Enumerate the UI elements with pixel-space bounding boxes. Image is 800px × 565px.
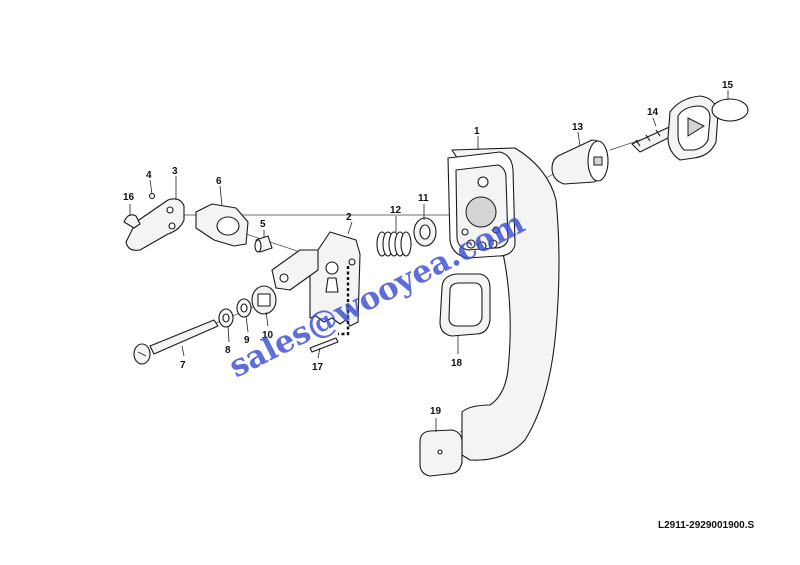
part-5-pin (254, 235, 273, 253)
part-17-pin (309, 337, 339, 353)
part-6-angled-plate (195, 203, 249, 247)
callout-19: 19 (430, 406, 442, 417)
callout-9: 9 (244, 335, 250, 346)
part-2-latch-plate (271, 231, 361, 336)
part-9-washer (236, 298, 252, 318)
drawing-code: L2911-2929001900.S (658, 520, 755, 531)
part-16-clip (123, 214, 141, 229)
callout-5: 5 (260, 219, 266, 230)
callout-17: 17 (312, 362, 324, 373)
part-8-washer (218, 308, 234, 328)
callout-15: 15 (722, 80, 734, 91)
part-14-key (631, 95, 719, 161)
callout-1: 1 (474, 126, 480, 137)
callout-2: 2 (346, 212, 352, 223)
callout-8: 8 (225, 345, 231, 356)
part-11-washer (413, 217, 437, 247)
callout-3: 3 (172, 166, 178, 177)
part-1-handle-housing (447, 147, 560, 461)
part-13-lock-cylinder (551, 139, 609, 185)
part-18-gasket (439, 273, 491, 337)
part-7-bolt (133, 319, 219, 365)
callout-labels: 1 2 3 4 5 6 7 8 9 10 11 12 13 14 15 16 1… (123, 80, 734, 417)
callout-13: 13 (572, 122, 584, 133)
part-15-key-tag (711, 98, 749, 122)
part-4-rivet (148, 192, 156, 200)
callout-10: 10 (262, 330, 274, 341)
callout-12: 12 (390, 205, 402, 216)
callout-16: 16 (123, 192, 135, 203)
callout-6: 6 (216, 176, 222, 187)
callout-4: 4 (146, 170, 152, 181)
part-3-bracket (125, 198, 185, 251)
callout-14: 14 (647, 107, 659, 118)
callout-11: 11 (418, 193, 429, 204)
callout-7: 7 (180, 360, 186, 371)
leader-lines (129, 90, 729, 432)
part-10-square-washer (251, 285, 277, 315)
part-19-pad (419, 429, 463, 477)
part-12-spring (376, 231, 412, 257)
callout-18: 18 (451, 358, 463, 369)
